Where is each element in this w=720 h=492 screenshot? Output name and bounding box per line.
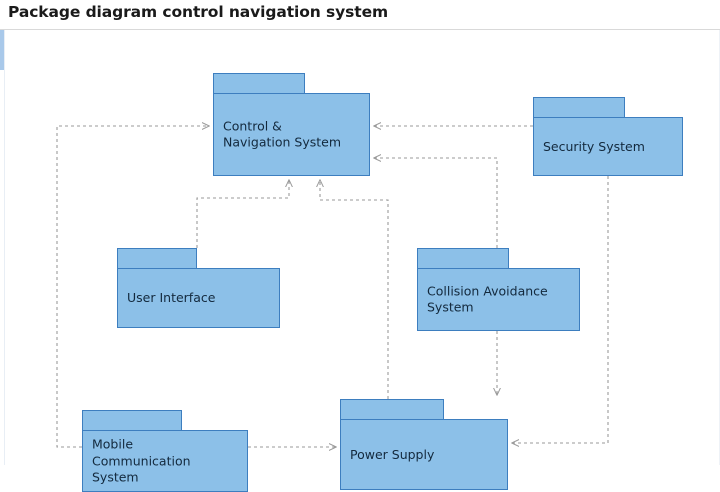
package-label: Power Supply [350,446,435,462]
package-label: Mobile Communication System [92,436,191,485]
package-tab [533,97,625,118]
package-body: Collision Avoidance System [417,268,580,331]
dependency-edge [196,180,289,248]
canvas-left-accent [0,30,4,70]
page-title: Package diagram control navigation syste… [8,3,389,21]
dependency-edge-layer [56,0,609,465]
package-label: Collision Avoidance System [427,283,548,315]
package-label: Security System [543,138,645,154]
package-body: User Interface [117,268,280,328]
dependency-edge [56,126,209,448]
package-node-collision[interactable]: Collision Avoidance System [417,248,580,331]
package-tab [213,73,305,94]
dependency-edge [512,176,609,443]
package-body: Security System [533,117,683,176]
package-node-mobile[interactable]: Mobile Communication System [82,410,248,492]
package-node-security[interactable]: Security System [533,97,683,176]
package-body: Mobile Communication System [82,430,248,492]
package-node-control[interactable]: Control & Navigation System [213,73,370,176]
dependency-edge [374,158,498,248]
package-tab [340,399,444,420]
canvas-left-border [4,30,5,465]
package-node-user-interface[interactable]: User Interface [117,248,280,328]
title-bar: Package diagram control navigation syste… [0,0,720,30]
package-node-power[interactable]: Power Supply [340,399,508,490]
package-body: Control & Navigation System [213,93,370,176]
dependency-edge [320,180,389,399]
package-label: User Interface [127,289,216,305]
package-tab [82,410,182,431]
package-label: Control & Navigation System [223,118,342,150]
package-tab [417,248,509,269]
package-body: Power Supply [340,419,508,490]
title-divider [0,29,720,30]
package-tab [117,248,197,269]
